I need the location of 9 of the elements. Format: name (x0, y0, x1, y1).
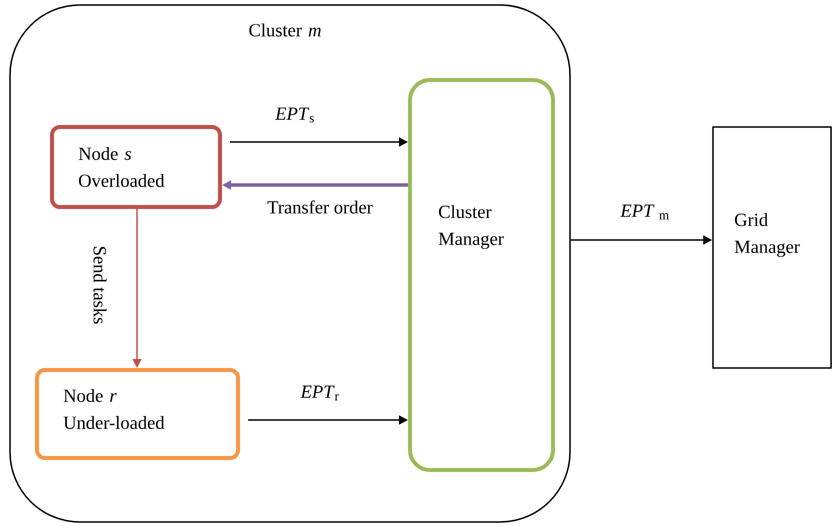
edge-label: Transfer order (268, 200, 373, 214)
edge-label: Send tasks (94, 246, 107, 324)
edge-label: EPT$_{r}$ (300, 386, 339, 400)
manager-box: Grid Manager (712, 126, 832, 369)
node-box: Node r Under-loaded (35, 368, 240, 460)
node-box: Node s Overloaded (50, 125, 222, 209)
edge-label: EPT $_{m}$ (620, 204, 669, 220)
edge-label: EPT$_{s}$ (275, 108, 314, 122)
manager-box: Cluster Manager (408, 78, 555, 472)
